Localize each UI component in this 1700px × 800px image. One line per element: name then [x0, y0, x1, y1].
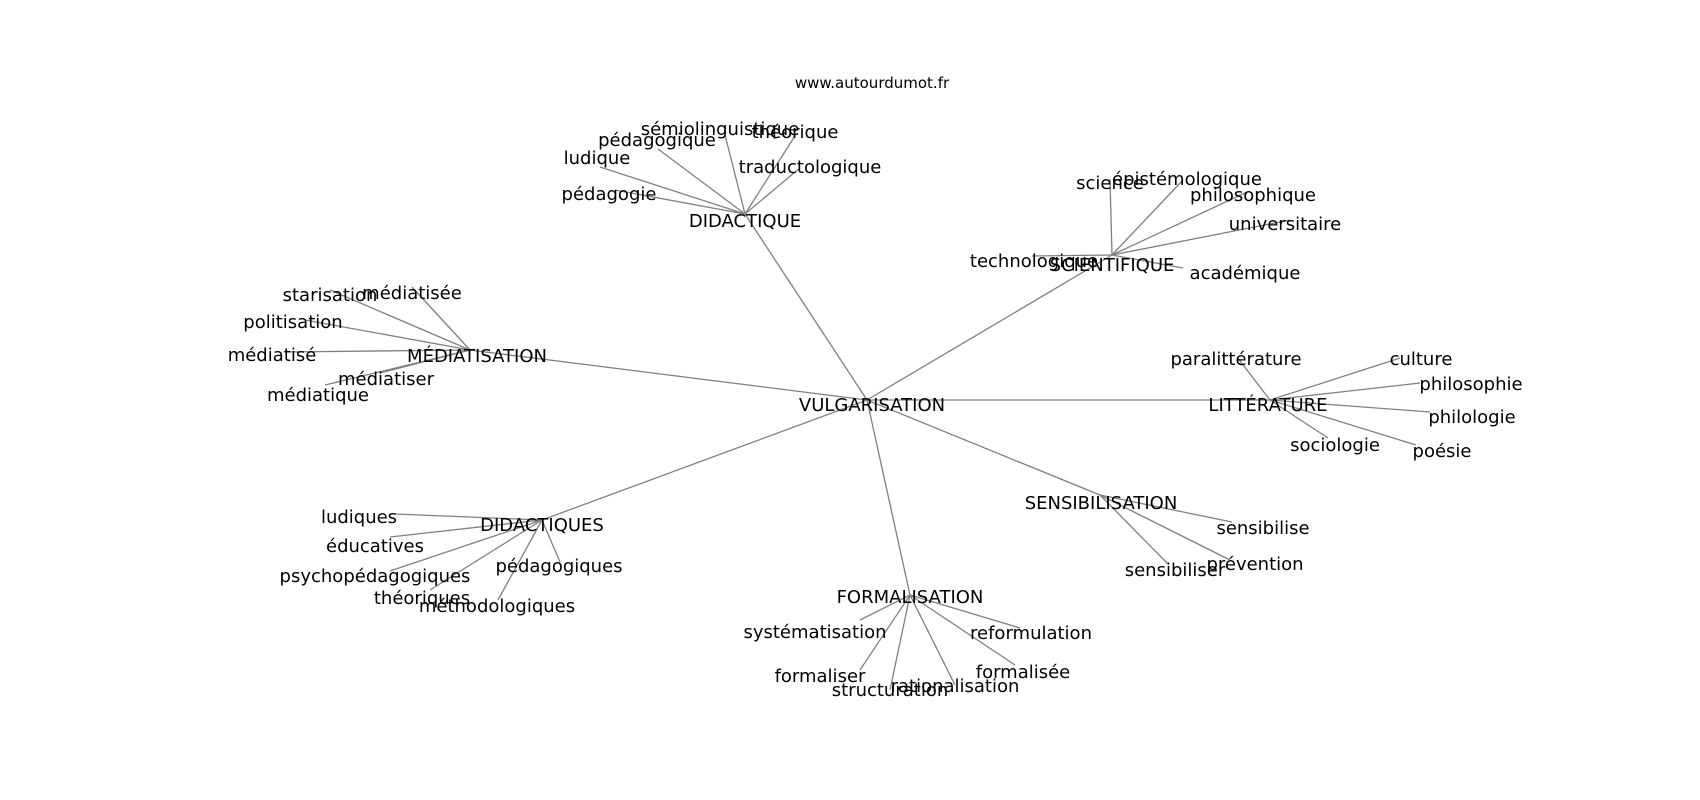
leaf-node-culture: culture: [1390, 349, 1453, 370]
graph-labels: www.autourdumot.fr VULGARISATION DIDACTIQ…: [228, 74, 1523, 701]
edge-litterature-philosophie: [1269, 382, 1421, 401]
leaf-node-traductologique: traductologique: [739, 157, 882, 178]
center-node-label: VULGARISATION: [799, 395, 945, 416]
edge-didactique-traductologique: [744, 167, 801, 215]
hub-node-litterature: LITTÉRATURE: [1208, 394, 1327, 416]
edge-scientifique-epistemologique: [1111, 179, 1184, 256]
edge-didactique-pedagogie: [614, 189, 746, 215]
leaf-node-mediatiser: médiatiser: [338, 369, 435, 390]
edge-center-didactique: [744, 213, 868, 401]
leaf-node-structuration: structuration: [832, 680, 949, 701]
edge-formalisation-rationalisation: [909, 594, 956, 686]
edge-center-mediatisation: [469, 349, 868, 401]
leaf-node-mediatise: médiatisé: [228, 345, 317, 366]
leaf-node-sensibilise: sensibilise: [1216, 518, 1309, 539]
leaf-node-politisation: politisation: [243, 312, 342, 333]
leaf-node-technologique: technologique: [970, 251, 1098, 272]
leaf-node-universitaire: universitaire: [1229, 214, 1342, 235]
hub-node-formalisation: FORMALISATION: [837, 587, 984, 608]
edge-didactiques-theoriques: [429, 519, 543, 591]
hub-node-didactique: DIDACTIQUE: [689, 211, 801, 232]
leaf-node-mediatisee: médiatisée: [362, 283, 462, 304]
leaf-node-methodologiques: méthodologiques: [419, 596, 575, 617]
edge-didactique-ludique: [599, 166, 746, 215]
leaf-node-theorique: théorique: [752, 122, 839, 143]
edge-formalisation-systematisation: [859, 594, 911, 621]
edge-litterature-sociologie: [1269, 399, 1329, 439]
edge-formalisation-reformulation: [909, 594, 1021, 629]
leaf-node-pedagogie: pédagogie: [562, 184, 657, 205]
edge-center-scientifique: [866, 254, 1113, 401]
leaf-node-prevention: prévention: [1206, 554, 1303, 575]
edge-litterature-paralitterature: [1236, 356, 1271, 401]
edge-litterature-culture: [1269, 357, 1401, 401]
leaf-node-pedagogiques: pédagogiques: [495, 556, 622, 577]
edge-sensibilisation-sensibilise: [1099, 494, 1233, 523]
leaf-node-science: science: [1076, 173, 1144, 194]
hub-node-didactiques: DIDACTIQUES: [480, 515, 604, 536]
leaf-node-philosophie: philosophie: [1419, 374, 1522, 395]
leaf-node-formaliser: formaliser: [775, 666, 866, 687]
leaf-node-philologie: philologie: [1428, 407, 1515, 428]
leaf-node-pedagogique: pédagogique: [598, 130, 716, 151]
leaf-node-rationalisation: rationalisation: [891, 676, 1020, 697]
hub-node-scientifique: SCIENTIFIQUE: [1050, 255, 1175, 276]
hub-node-mediatisation: MÉDIATISATION: [407, 345, 547, 367]
leaf-node-reformulation: reformulation: [970, 623, 1092, 644]
leaf-node-academique: académique: [1190, 263, 1301, 284]
edge-scientifique-science: [1109, 178, 1113, 256]
leaf-node-sociologie: sociologie: [1290, 435, 1380, 456]
edge-litterature-philologie: [1269, 399, 1431, 413]
hub-node-sensibilisation: SENSIBILISATION: [1025, 493, 1178, 514]
leaf-node-formalisee: formalisée: [976, 662, 1071, 683]
edge-scientifique-technologique: [1031, 254, 1113, 257]
leaf-node-sensibiliser: sensibiliser: [1125, 560, 1226, 581]
edge-didactique-pedagogique: [657, 148, 746, 215]
edge-didactiques-ludiques: [394, 513, 543, 521]
graph-edges: [284, 134, 1431, 691]
edge-litterature-poesie: [1269, 399, 1417, 446]
edge-center-sensibilisation: [866, 399, 1101, 496]
edge-formalisation-formalisee: [909, 594, 1016, 666]
leaf-node-philosophique: philosophique: [1190, 185, 1316, 206]
edge-didactique-semiolinguistique: [724, 134, 746, 215]
edge-formalisation-structuration: [889, 594, 911, 691]
edge-didactiques-psychopedagogiques: [389, 519, 543, 572]
leaf-node-ludiques: ludiques: [321, 507, 397, 528]
edge-mediatisation-politisation: [304, 319, 471, 351]
leaf-node-semiolinguistique: sémiolinguistique: [641, 119, 800, 140]
edge-scientifique-universitaire: [1111, 219, 1291, 256]
edge-didactiques-methodologiques: [497, 519, 543, 601]
leaf-node-mediatique: médiatique: [267, 385, 369, 406]
leaf-node-paralitterature: paralittérature: [1170, 349, 1301, 370]
leaf-node-psychopedagogiques: psychopédagogiques: [280, 566, 471, 587]
leaf-node-poesie: poésie: [1413, 441, 1472, 462]
leaf-node-ludique: ludique: [564, 148, 631, 169]
edge-mediatisation-mediatique: [324, 349, 471, 386]
leaf-node-theoriques: théoriques: [374, 588, 470, 609]
edge-scientifique-philosophique: [1111, 191, 1248, 256]
edge-center-didactiques: [541, 399, 868, 521]
leaf-node-starisation: starisation: [283, 285, 378, 306]
edge-mediatisation-mediatise: [284, 349, 471, 353]
edge-sensibilisation-prevention: [1099, 494, 1231, 561]
edge-mediatisation-starisation: [329, 289, 471, 351]
edge-didactiques-pedagogiques: [541, 519, 561, 563]
leaf-node-systematisation: systématisation: [743, 622, 886, 643]
edge-scientifique-academique: [1111, 254, 1184, 269]
edge-mediatisation-mediatisee: [411, 286, 471, 351]
edge-formalisation-formaliser: [859, 594, 911, 671]
source-credit: www.autourdumot.fr: [795, 74, 950, 92]
leaf-node-epistemologique: épistémologique: [1112, 169, 1262, 190]
edge-didactique-theorique: [744, 135, 796, 215]
leaf-node-educatives: éducatives: [326, 536, 424, 557]
edge-sensibilisation-sensibiliser: [1099, 494, 1169, 565]
edge-didactiques-educatives: [389, 519, 543, 538]
edge-center-formalisation: [866, 399, 911, 596]
